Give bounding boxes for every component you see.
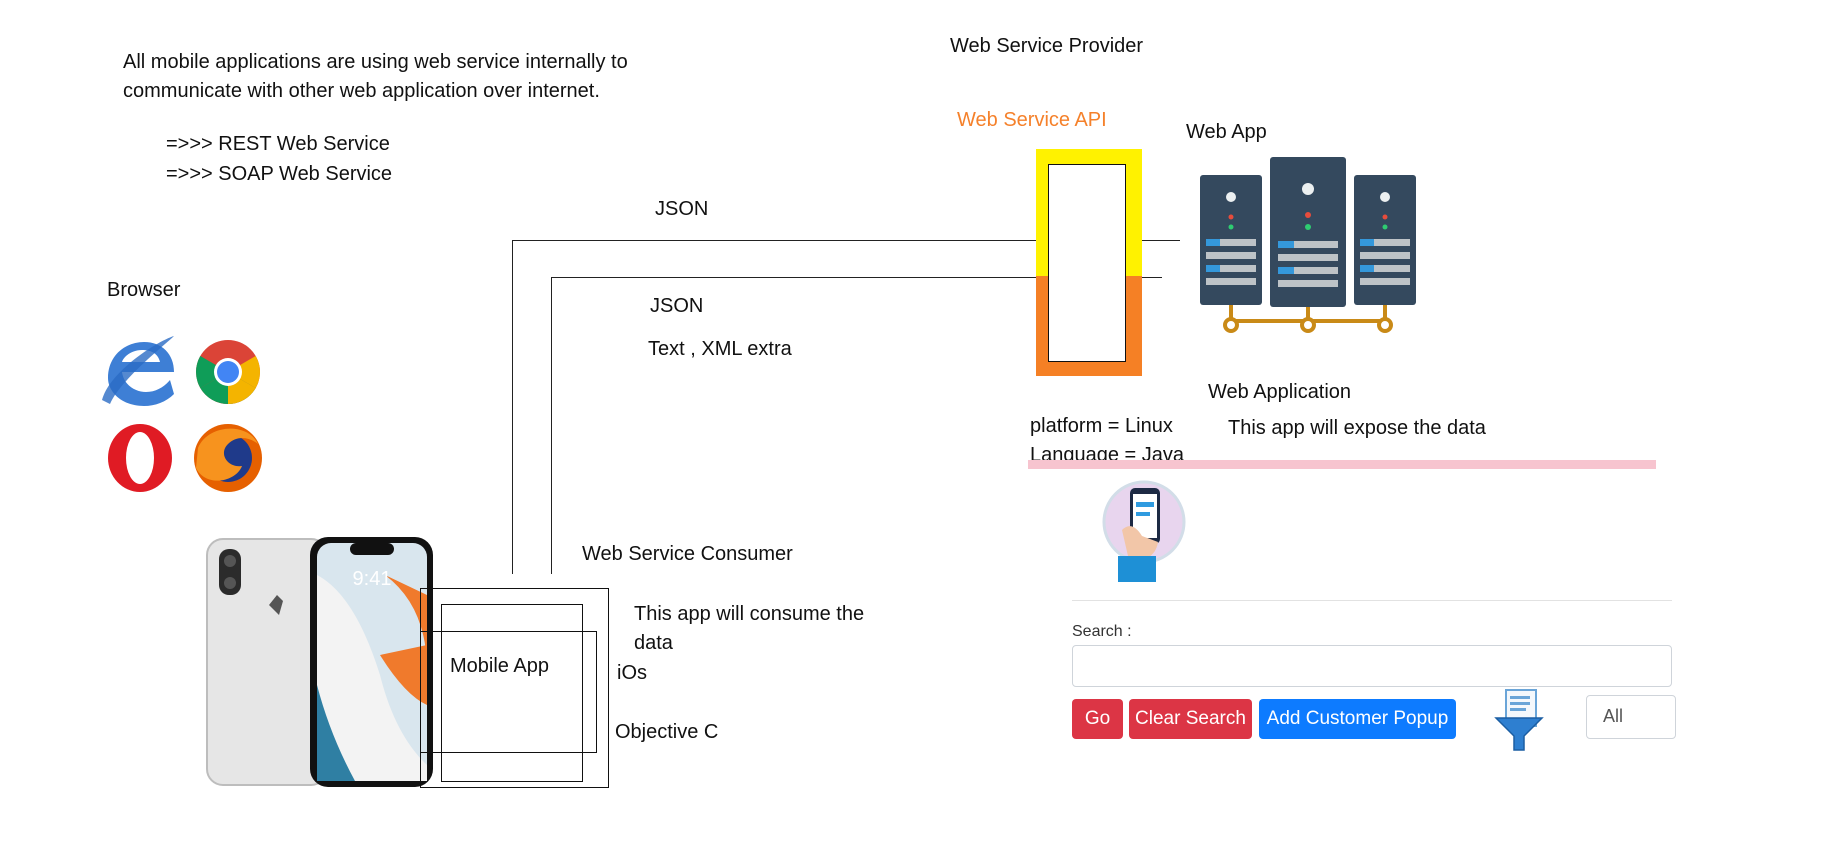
firefox-icon [194, 424, 262, 492]
mobile-app-inner-box [441, 604, 583, 782]
filter-select[interactable]: All [1586, 695, 1676, 739]
add-customer-popup-button[interactable]: Add Customer Popup [1259, 699, 1456, 739]
opera-icon [108, 424, 172, 492]
consumer-os: iOs [617, 662, 647, 684]
connector-outer-vertical [512, 240, 513, 574]
search-divider [1072, 600, 1672, 601]
intro-line-2: communicate with other web application o… [123, 80, 600, 102]
server-rack-icon [1200, 157, 1416, 333]
browser-icons [102, 336, 262, 492]
mobile-app-overlay-box [420, 631, 597, 753]
filter-document-icon[interactable] [1492, 688, 1546, 752]
api-label: Web Service API [957, 109, 1107, 131]
formats-label: Text , XML extra [648, 338, 792, 360]
chrome-icon [196, 340, 260, 404]
platform-label: platform = Linux [1030, 415, 1173, 437]
iphone-image: 9:41 [206, 537, 433, 787]
consumer-language: Objective C [615, 721, 719, 743]
json-bottom-label: JSON [650, 295, 704, 317]
provider-title: Web Service Provider [950, 35, 1144, 57]
intro-line-1: All mobile applications are using web se… [123, 51, 628, 73]
bullet-soap: =>>> SOAP Web Service [166, 163, 393, 185]
api-block-inner [1048, 164, 1126, 362]
mobile-hand-icon [1102, 480, 1186, 582]
clear-search-button[interactable]: Clear Search [1129, 699, 1252, 739]
pink-divider [1028, 460, 1656, 469]
bullet-rest: =>>> REST Web Service [166, 133, 390, 155]
expose-label: This app will expose the data [1228, 417, 1486, 439]
svg-text:9:41: 9:41 [353, 568, 392, 590]
search-input[interactable] [1072, 645, 1672, 687]
consumer-desc-line-1: This app will consume the [634, 603, 865, 625]
ie-icon [102, 336, 174, 406]
browser-label: Browser [107, 279, 181, 301]
webapp-label: Web App [1186, 121, 1267, 143]
json-top-label: JSON [655, 198, 709, 220]
webapp-caption: Web Application [1208, 381, 1352, 403]
mobile-app-label: Mobile App [450, 655, 549, 677]
consumer-title: Web Service Consumer [582, 543, 793, 565]
connector-inner-horizontal [551, 277, 1162, 278]
connector-inner-vertical [551, 277, 552, 574]
search-label: Search : [1072, 623, 1132, 640]
connector-outer-horizontal [512, 240, 1180, 241]
go-button[interactable]: Go [1072, 699, 1123, 739]
consumer-desc-line-2: data [634, 632, 673, 654]
